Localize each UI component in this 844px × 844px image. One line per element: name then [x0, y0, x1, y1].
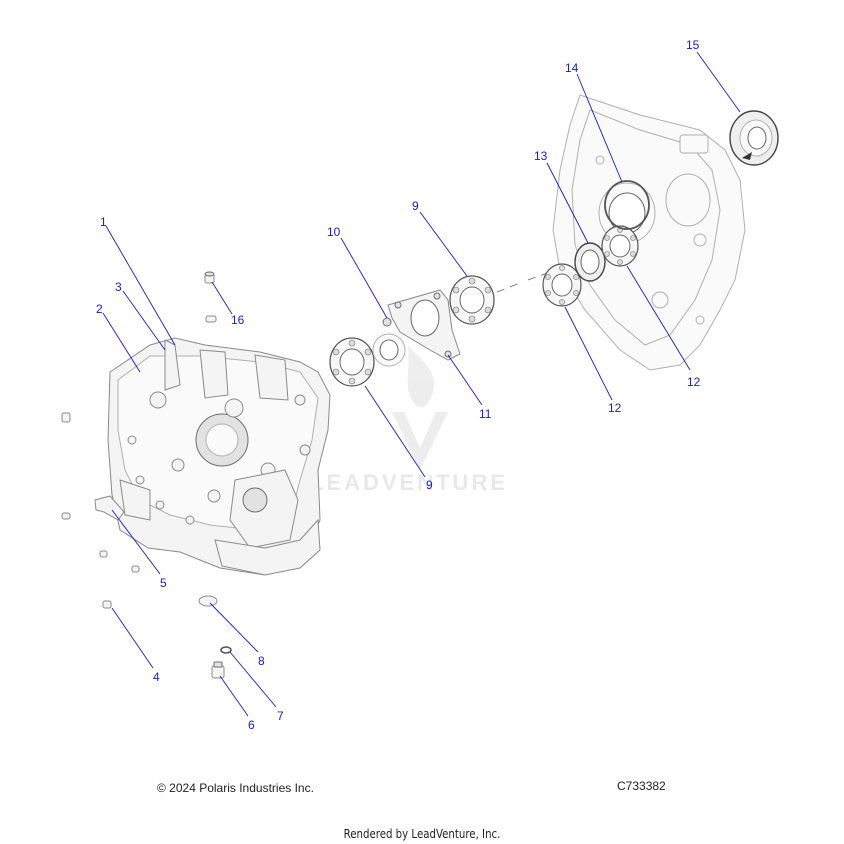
callout-2[interactable]: 2 [96, 302, 103, 316]
callout-3[interactable]: 3 [115, 280, 122, 294]
plug-left[interactable] [61, 412, 71, 423]
bearing-12-left[interactable] [542, 263, 582, 307]
callout-4[interactable]: 4 [153, 670, 160, 684]
rendered-by-text: Rendered by LeadVenture, Inc. [343, 827, 501, 841]
copyright-text: © 2024 Polaris Industries Inc. [157, 781, 314, 795]
plug-8[interactable] [198, 595, 218, 607]
plate-11[interactable] [387, 289, 461, 361]
callout-8[interactable]: 8 [258, 654, 265, 668]
dowel-16[interactable] [204, 271, 217, 323]
crankcase-right[interactable] [552, 94, 746, 371]
callout-11[interactable]: 11 [479, 407, 492, 421]
spacer-ring[interactable] [372, 333, 406, 367]
callout-9-lower[interactable]: 9 [426, 478, 433, 492]
callout-6[interactable]: 6 [248, 718, 255, 732]
callout-10[interactable]: 10 [327, 225, 341, 239]
callout-1[interactable]: 1 [100, 215, 107, 229]
seal-13[interactable] [574, 242, 606, 282]
callout-13[interactable]: 13 [534, 149, 548, 163]
callout-16[interactable]: 16 [231, 313, 245, 327]
callout-14[interactable]: 14 [565, 61, 579, 75]
callout-5[interactable]: 5 [160, 576, 167, 590]
callout-12-left[interactable]: 12 [608, 401, 622, 415]
crankcase-left[interactable] [107, 337, 331, 576]
seal-15[interactable] [729, 110, 779, 166]
bracket-5[interactable] [61, 495, 140, 573]
plug-4[interactable] [102, 600, 112, 609]
leadventure-watermark: LEADVENTURE [310, 345, 508, 495]
callout-15[interactable]: 15 [686, 38, 700, 52]
watermark-text: LEADVENTURE [310, 470, 508, 495]
callout-12-right[interactable]: 12 [687, 375, 701, 389]
callout-7[interactable]: 7 [277, 709, 284, 723]
drain-plug-6[interactable] [211, 661, 225, 679]
screw-10[interactable] [382, 317, 392, 327]
bearing-9-upper[interactable] [449, 275, 495, 325]
bearing-12-right[interactable] [601, 225, 639, 267]
callout-labels: 1 2 3 4 5 6 7 8 9 9 10 11 12 12 13 14 15… [96, 38, 701, 732]
oring-7[interactable] [220, 646, 232, 654]
callout-9-upper[interactable]: 9 [412, 199, 419, 213]
oring-14[interactable] [604, 180, 650, 230]
diagram-code: C733382 [617, 779, 666, 793]
leader-lines [102, 51, 741, 717]
bearing-9-lower[interactable] [329, 337, 375, 387]
